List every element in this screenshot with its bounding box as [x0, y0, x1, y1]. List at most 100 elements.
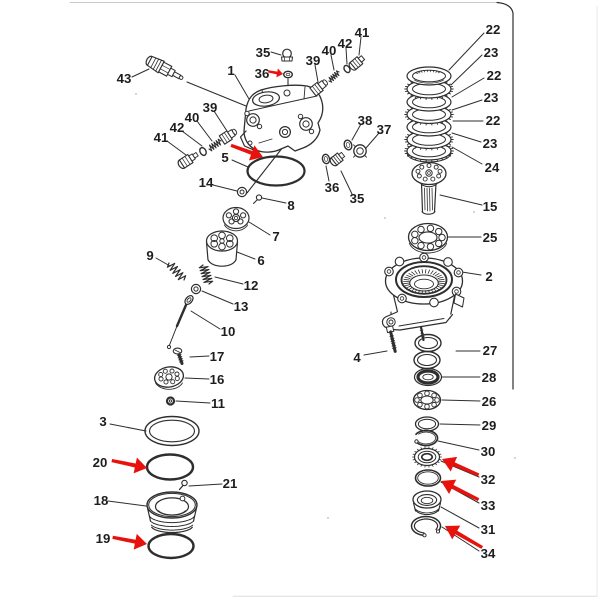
part-pivot-rod-10: [166, 295, 194, 350]
part-pin-8: [253, 194, 263, 204]
part-label-20: 20: [93, 455, 108, 470]
part-label-12: 12: [244, 278, 259, 293]
part-label-2: 2: [485, 269, 492, 284]
part-label-13: 13: [234, 299, 249, 314]
part-label-24: 24: [485, 160, 500, 175]
part-housing-2: [381, 252, 465, 342]
part-number-labels: 1234567891011121314151617181920212223222…: [93, 22, 502, 561]
part-relief-valve-43: [145, 55, 184, 80]
part-seal-31: [412, 490, 442, 516]
part-label-10: 10: [221, 324, 236, 339]
part-o-ring-20: [145, 453, 195, 481]
part-screw-17: [172, 347, 184, 365]
part-plug-41-left: [177, 152, 199, 170]
part-label-30: 30: [481, 444, 496, 459]
part-label-14: 14: [199, 175, 214, 190]
part-label-22b: 22: [487, 68, 502, 83]
part-label-35r: 35: [350, 191, 365, 206]
red-arrows: [111, 68, 484, 550]
part-plug-35-right: [329, 151, 346, 167]
part-screw-21: [178, 479, 188, 491]
part-bearing-25: [407, 222, 449, 254]
red-arrow-part-34: [445, 525, 484, 549]
red-arrow-part-20: [111, 457, 147, 474]
paper-specks: [135, 93, 516, 519]
part-label-37: 37: [377, 122, 392, 137]
part-label-6: 6: [257, 253, 264, 268]
part-o-ring-36-right: [321, 153, 331, 165]
red-arrow-part-33: [441, 479, 480, 502]
part-label-34: 34: [481, 546, 496, 561]
part-label-27: 27: [483, 343, 498, 358]
part-spring-40-right: [328, 70, 340, 83]
part-label-21: 21: [223, 476, 238, 491]
part-washer-13: [190, 283, 202, 295]
part-label-28: 28: [482, 370, 497, 385]
part-disc-22a: [406, 66, 452, 86]
part-label-17: 17: [210, 349, 225, 364]
part-label-16: 16: [210, 372, 225, 387]
part-label-40r: 40: [322, 43, 337, 58]
part-spring-9: [166, 262, 187, 281]
part-label-39l: 39: [203, 100, 218, 115]
part-label-23c: 23: [483, 136, 498, 151]
part-o-ring-33: [414, 469, 442, 487]
part-label-42l: 42: [170, 120, 185, 135]
part-snap-ring-30: [414, 429, 439, 447]
part-label-23a: 23: [484, 45, 499, 60]
part-label-9: 9: [146, 248, 153, 263]
part-label-41r: 41: [355, 25, 370, 40]
part-label-32: 32: [481, 472, 496, 487]
part-label-40l: 40: [185, 110, 200, 125]
part-label-36r: 36: [325, 180, 340, 195]
part-label-7: 7: [272, 229, 279, 244]
part-grommet-11: [165, 396, 176, 406]
part-valve-body-1: [239, 84, 324, 153]
part-label-19: 19: [96, 531, 111, 546]
red-arrow-part-36: [268, 68, 283, 78]
part-plug-41-right: [348, 55, 366, 71]
part-gland-18: [146, 491, 198, 534]
part-o-ring-38: [343, 139, 353, 151]
part-nut-14: [236, 186, 248, 198]
part-fitting-39-left: [218, 128, 238, 145]
part-label-5: 5: [221, 150, 228, 165]
part-bearing-26: [412, 389, 442, 411]
part-label-15: 15: [483, 199, 498, 214]
part-plate-16: [153, 366, 185, 390]
part-ring-3: [144, 415, 200, 447]
part-ring-27a: [414, 333, 442, 353]
part-label-42r: 42: [338, 36, 353, 51]
part-label-23b: 23: [484, 90, 499, 105]
red-arrow-part-32: [442, 456, 480, 477]
part-label-4: 4: [353, 350, 361, 365]
part-label-25: 25: [483, 230, 498, 245]
part-o-ring-19: [147, 532, 195, 560]
part-label-43: 43: [117, 71, 132, 86]
part-label-39r: 39: [306, 53, 321, 68]
part-label-1: 1: [227, 63, 234, 78]
part-label-31: 31: [481, 522, 496, 537]
part-spring-40-left: [208, 138, 222, 152]
part-ring-29: [414, 416, 440, 432]
figure-boundary-line: [496, 1, 514, 390]
part-o-ring-5: [246, 155, 306, 187]
part-plug-37: [353, 144, 367, 158]
part-label-38: 38: [358, 113, 373, 128]
part-label-35t: 35: [256, 45, 271, 60]
part-spring-12: [198, 264, 214, 285]
part-snap-ring-34: [410, 515, 442, 538]
part-valve-plate-7: [222, 206, 250, 232]
part-pinion-shaft-15: [411, 161, 447, 215]
part-plug-35-top: [281, 48, 293, 62]
part-label-22c: 22: [486, 113, 501, 128]
red-arrow-part-19: [112, 533, 147, 550]
part-label-18: 18: [94, 493, 109, 508]
part-label-3: 3: [99, 414, 106, 429]
part-o-ring-42-left: [199, 146, 207, 157]
part-cylinder-block-6: [205, 230, 239, 267]
part-label-29: 29: [482, 418, 497, 433]
part-ring-27b: [413, 350, 441, 370]
